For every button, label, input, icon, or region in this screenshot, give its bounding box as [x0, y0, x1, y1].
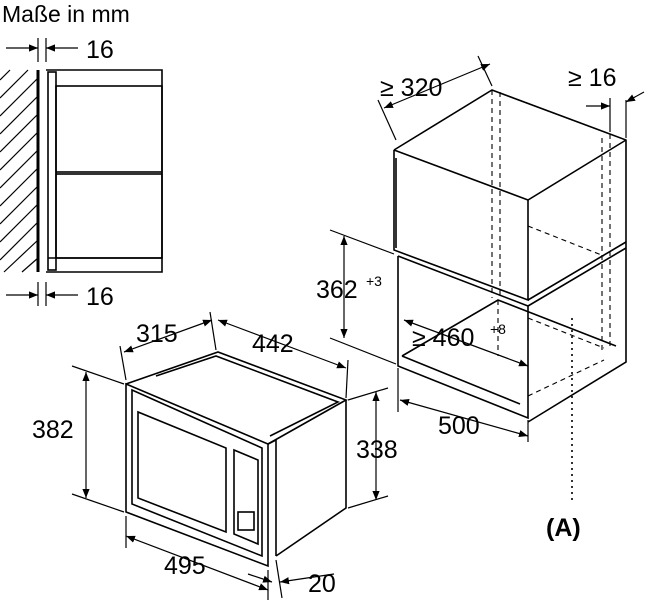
niche-height-dimension: 362 +3	[316, 229, 397, 365]
wall-hatch	[0, 69, 40, 273]
oven-depth-dimension: 315	[119, 311, 217, 381]
microwave-appliance	[125, 351, 348, 568]
units-title: Maße in mm	[2, 1, 130, 27]
niche-width-tolerance: +8	[490, 321, 506, 337]
cut-depth-label: 500	[438, 412, 480, 440]
frame-depth-dimension: 20	[247, 559, 336, 599]
side-min-dimension: ≥ 16	[568, 64, 645, 138]
cut-depth-dimension: 500	[397, 368, 529, 442]
callout-a-label: (A)	[546, 514, 581, 542]
gap-bottom-dimension: 16	[6, 282, 114, 311]
niche-height-tolerance: +3	[366, 273, 382, 289]
oven-width-dimension: 495	[125, 516, 269, 600]
frame-depth-label: 20	[308, 570, 336, 598]
niche-width-dimension: ≥ 460 +8	[403, 319, 529, 367]
niche-height-label: 362	[316, 276, 358, 304]
oven-height-label: 382	[32, 416, 74, 444]
depth-min-dimension: ≥ 320	[377, 55, 493, 141]
oven-body-height-dimension: 338	[347, 387, 398, 509]
cabinet-niche	[393, 89, 627, 500]
oven-depth-label: 315	[136, 320, 178, 348]
gap-top-dimension: 16	[6, 36, 114, 64]
niche-section	[46, 69, 163, 273]
side-section-view: 16 16	[0, 36, 163, 311]
niche-width-label: ≥ 460	[412, 324, 474, 352]
oven-height-dimension: 382	[32, 365, 125, 513]
oven-body-height-label: 338	[356, 436, 398, 464]
side-min-label: ≥ 16	[568, 64, 616, 92]
depth-min-label: ≥ 320	[380, 74, 442, 102]
oven-front-width-dimension: 442	[217, 319, 349, 399]
oven-front-width-label: 442	[252, 330, 294, 358]
gap-top-label: 16	[86, 36, 114, 64]
gap-bottom-label: 16	[86, 283, 114, 311]
oven-width-label: 495	[164, 552, 206, 580]
